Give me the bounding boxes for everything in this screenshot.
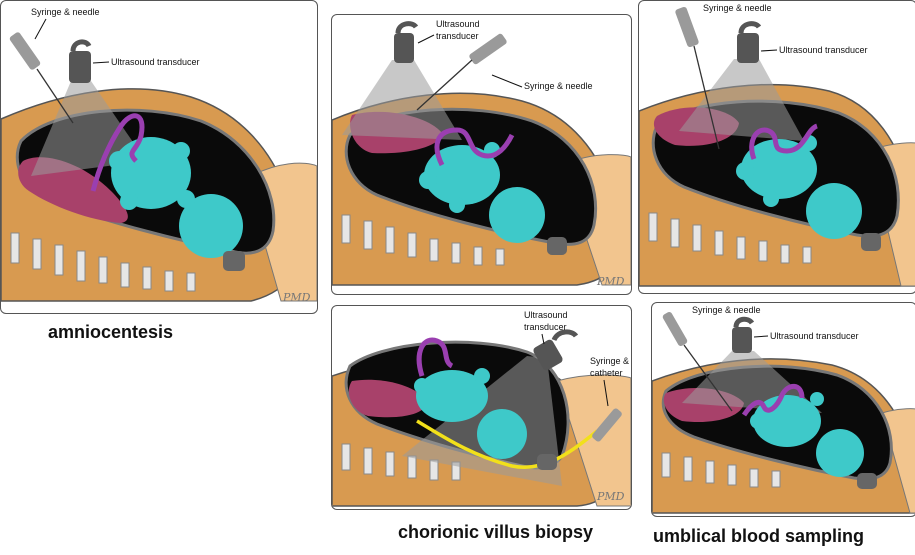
syringe-needle (416, 33, 507, 111)
spine (341, 443, 461, 481)
ultrasound-beam (679, 59, 804, 141)
ultrasound-transducer (69, 39, 92, 83)
cervix (861, 233, 881, 251)
fetus (419, 142, 545, 243)
fetus (736, 135, 862, 239)
amniocentesis-caption: amniocentesis (48, 322, 174, 342)
ultrasound-transducer (737, 21, 762, 63)
fetus (414, 368, 527, 459)
spine (648, 212, 812, 264)
umbilical-bottom-panel: Syringe & needle Ultrasound transducer (651, 302, 915, 517)
thigh-skin (556, 374, 631, 507)
umbilical-cord (416, 337, 454, 377)
cervix (537, 454, 557, 470)
placenta (348, 379, 427, 418)
ultrasound-transducer (533, 329, 579, 371)
umbilical-cord (741, 383, 805, 417)
ultrasound-transducer-label: Ultrasound transducer (111, 57, 200, 67)
cervix (547, 237, 567, 255)
ultrasound-label: Ultrasound (524, 310, 568, 320)
artist-signature: PMD (282, 291, 311, 304)
syringe-catheter (592, 408, 622, 442)
syringe-needle (9, 32, 74, 124)
catheter-label: catheter (590, 368, 623, 378)
catheter (416, 419, 599, 469)
chorionic-caption: chorionic villus biopsy (398, 522, 594, 542)
ultrasound-transducer (732, 316, 755, 353)
umbilical-cord (749, 123, 819, 160)
syringe-label: Syringe & (590, 356, 629, 366)
amniocentesis-panel: Syringe & needle Ultrasound transducer P… (0, 0, 318, 314)
umbilical-cord (90, 113, 145, 192)
ultrasound-transducer-label: Ultrasound transducer (770, 331, 859, 341)
syringe-needle (662, 312, 733, 412)
syringe-needle-label: Syringe & needle (524, 81, 593, 91)
chorionic-top-panel: Ultrasound transducer Syringe & needle P… (331, 14, 632, 295)
chorionic-bottom-diagram: Ultrasound transducer Syringe & catheter… (332, 310, 631, 507)
umbilical-cord (434, 127, 515, 167)
fetus (750, 392, 864, 477)
umbilical-bottom-diagram: Syringe & needle Ultrasound transducer (652, 305, 915, 514)
artist-signature: PMD (596, 490, 625, 503)
transducer-label: transducer (524, 322, 567, 332)
chorionic-bottom-panel: Ultrasound transducer Syringe & catheter… (331, 305, 632, 510)
transducer-label: transducer (436, 31, 479, 41)
ultrasound-transducer-label: Ultrasound transducer (779, 45, 868, 55)
umbilical-top-diagram: Syringe & needle Ultrasound transducer (639, 3, 915, 287)
spine (10, 232, 196, 292)
umbilical-top-panel: Syringe & needle Ultrasound transducer (638, 0, 915, 294)
amniocentesis-diagram: Syringe & needle Ultrasound transducer P… (1, 7, 317, 304)
spine (341, 214, 505, 266)
umbilical-caption: umblical blood sampling (653, 526, 865, 546)
cervix (223, 251, 245, 271)
ultrasound-transducer (394, 21, 419, 63)
ultrasound-beam (342, 60, 462, 140)
ultrasound-label: Ultrasound (436, 19, 480, 29)
syringe-needle-label: Syringe & needle (31, 7, 100, 17)
syringe-needle-label: Syringe & needle (703, 3, 772, 13)
spine (661, 452, 781, 488)
syringe-needle (675, 6, 720, 150)
artist-signature: PMD (596, 275, 625, 288)
chorionic-top-diagram: Ultrasound transducer Syringe & needle P… (332, 19, 631, 288)
syringe-needle-label: Syringe & needle (692, 305, 761, 315)
cervix (857, 473, 877, 489)
